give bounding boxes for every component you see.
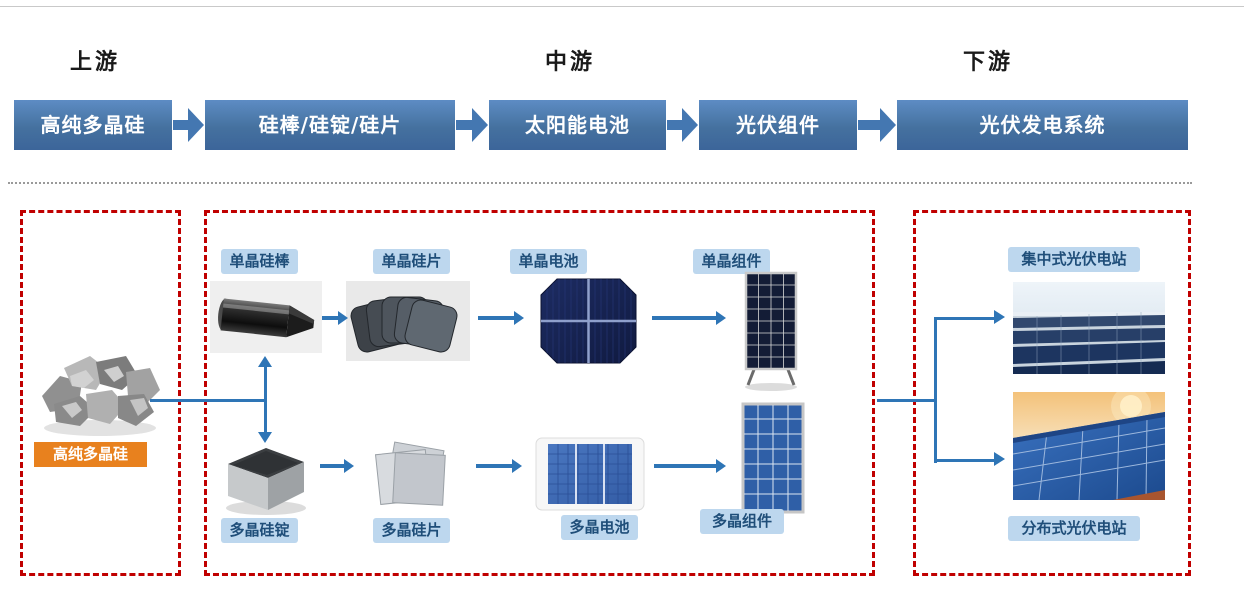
downstream-detail-box	[913, 210, 1191, 576]
poly-ingot-photo	[226, 448, 306, 515]
top-border-line	[0, 6, 1244, 7]
poly-ingot-label: 多晶硅锭	[221, 518, 298, 543]
chain-box-polysilicon: 高纯多晶硅	[14, 100, 172, 150]
poly-module-label: 多晶组件	[700, 509, 784, 534]
polysilicon-label: 高纯多晶硅	[34, 442, 147, 467]
mono-cell-label: 单晶电池	[510, 249, 587, 274]
arrow-head	[188, 108, 204, 142]
distributed-station-label: 分布式光伏电站	[1008, 516, 1140, 541]
arrow-head	[682, 108, 698, 142]
branch-arrowhead-right-top-icon	[994, 310, 1005, 324]
branch-arrowhead-right-bottom-icon	[994, 452, 1005, 466]
dotted-divider	[8, 182, 1192, 184]
downstream-branch-bottom-hline	[934, 459, 996, 462]
branch-arrowhead-up-icon	[258, 356, 272, 367]
mono-wafer-photo	[346, 281, 470, 361]
centralized-station-label: 集中式光伏电站	[1008, 247, 1140, 272]
poly-wafer-photo	[360, 436, 466, 514]
chain-flow-arrow-icon-1	[173, 108, 204, 142]
stage-label-downstream: 下游	[962, 50, 1013, 75]
stage-label-upstream: 上游	[69, 50, 120, 75]
poly-cell-label: 多晶电池	[561, 515, 638, 540]
upstream-detail-box	[20, 210, 181, 576]
upstream-branch-hline	[150, 399, 266, 402]
arrow-head	[880, 108, 896, 142]
mono-module-photo	[744, 271, 798, 391]
mono-rod-photo	[210, 281, 322, 353]
arrow-shaft	[320, 464, 345, 468]
downstream-branch-vline	[934, 318, 937, 463]
poly-flow-arrow-icon-2	[476, 459, 522, 473]
mono-flow-arrow-icon-1	[322, 311, 348, 325]
poly-flow-arrow-icon-3	[654, 459, 726, 473]
chain-box-solar-cell: 太阳能电池	[489, 100, 666, 150]
mono-module-label: 单晶组件	[693, 249, 770, 274]
chain-flow-arrow-icon-3	[667, 108, 698, 142]
mono-flow-arrow-icon-2	[478, 311, 524, 325]
arrow-shaft	[173, 120, 189, 130]
chain-flow-arrow-icon-4	[858, 108, 896, 142]
poly-module-photo	[741, 402, 805, 514]
mono-cell-photo	[540, 278, 637, 364]
arrow-shaft	[667, 120, 683, 130]
polysilicon-chunks-photo	[42, 356, 160, 436]
branch-arrowhead-down-icon	[258, 432, 272, 443]
arrow-shaft	[654, 464, 717, 468]
downstream-branch-hline	[877, 399, 936, 402]
mono-flow-arrow-icon-3	[652, 311, 726, 325]
arrow-shaft	[478, 316, 515, 320]
mono-rod-label: 单晶硅棒	[221, 249, 298, 274]
arrow-shaft	[858, 120, 881, 130]
chain-box-silicon-rod-ingot-wafer: 硅棒/硅锭/硅片	[205, 100, 455, 150]
chain-box-pv-power-system: 光伏发电系统	[897, 100, 1188, 150]
arrow-shaft	[652, 316, 717, 320]
downstream-branch-top-hline	[934, 317, 996, 320]
arrow-head	[514, 311, 524, 325]
stage-label-midstream: 中游	[544, 50, 595, 75]
chain-box-pv-module: 光伏组件	[699, 100, 857, 150]
arrow-head	[716, 459, 726, 473]
mono-wafer-label: 单晶硅片	[373, 249, 450, 274]
poly-cell-photo	[535, 437, 645, 511]
arrow-head	[716, 311, 726, 325]
arrow-shaft	[322, 316, 339, 320]
arrow-shaft	[476, 464, 513, 468]
distributed-station-photo	[1013, 392, 1165, 500]
arrow-head	[338, 311, 348, 325]
poly-wafer-label: 多晶硅片	[373, 518, 450, 543]
upstream-branch-vline	[264, 367, 267, 433]
arrow-shaft	[456, 120, 473, 130]
arrow-head	[344, 459, 354, 473]
midstream-detail-box	[204, 210, 875, 576]
poly-flow-arrow-icon-1	[320, 459, 354, 473]
chain-flow-arrow-icon-2	[456, 108, 488, 142]
centralized-station-photo	[1013, 282, 1165, 374]
arrow-head	[512, 459, 522, 473]
arrow-head	[472, 108, 488, 142]
